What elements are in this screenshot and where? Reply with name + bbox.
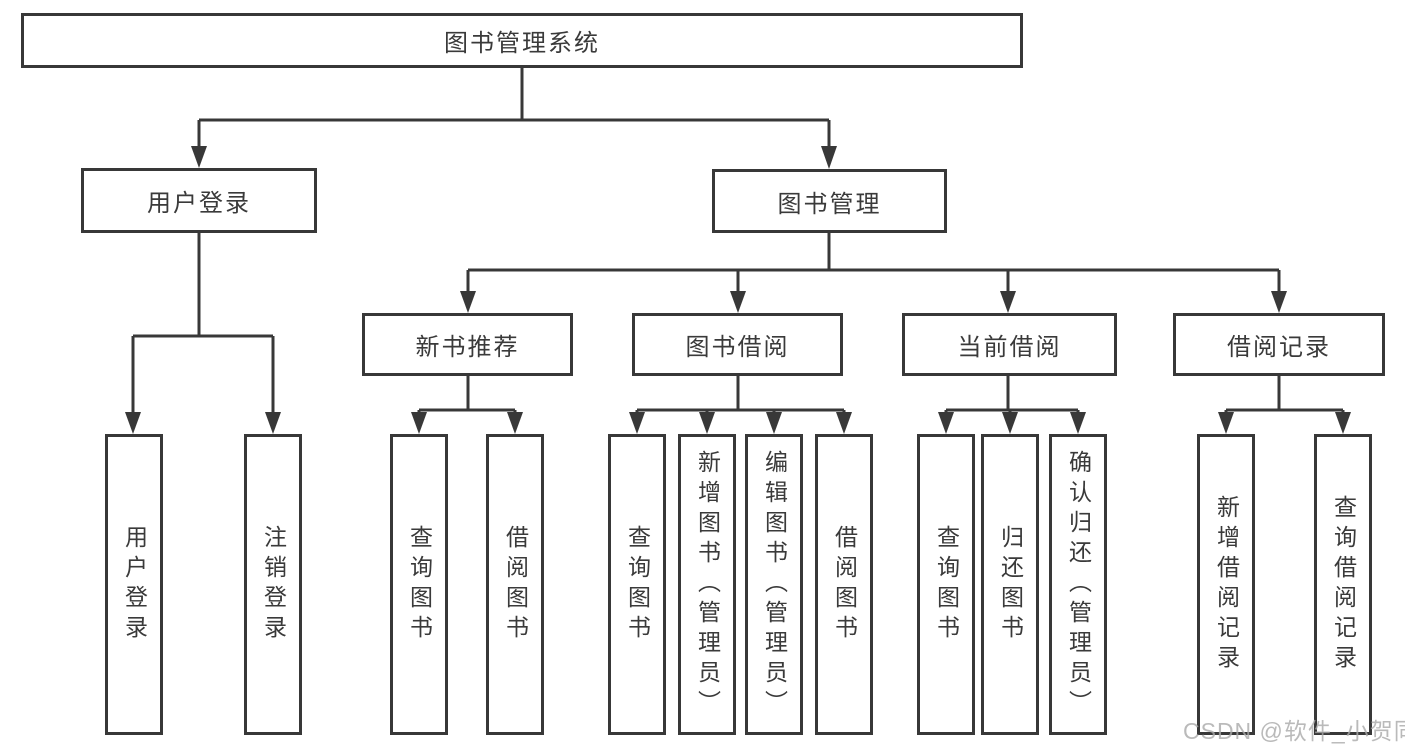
leaf-logout: 注销登录 [244,434,302,735]
leaf-query-books-current: 查询图书 [917,434,975,735]
arrowheads-current-borrow-leaves [938,412,1086,434]
node-label: 编辑图书（管理员） [761,449,788,720]
leaf-query-books-recommend: 查询图书 [390,434,448,735]
connector-book-mgmt-to-level3 [466,233,1281,293]
leaf-borrow-books-recommend: 借阅图书 [486,434,544,735]
node-label: 新书推荐 [415,334,520,361]
node-label: 借阅记录 [1227,334,1331,361]
node-label: 查询借阅记录 [1330,494,1357,675]
node-label: 用户登录 [121,524,148,645]
node-label: 注销登录 [260,524,287,645]
connector-new-book-recommend-to-leaves [417,376,517,414]
leaf-query-borrow-record: 查询借阅记录 [1314,434,1372,735]
node-label: 借阅图书 [831,524,858,645]
connector-root-to-level2 [197,68,831,148]
leaf-user-login: 用户登录 [105,434,163,735]
node-label: 查询图书 [933,524,960,645]
connector-current-borrow-to-leaves [944,376,1080,414]
node-current-borrow: 当前借阅 [902,313,1117,376]
node-new-book-recommend: 新书推荐 [362,313,573,376]
arrowheads-borrow-records-leaves [1218,412,1351,434]
node-book-management: 图书管理 [712,169,947,233]
node-book-borrow: 图书借阅 [632,313,843,376]
leaf-borrow-books: 借阅图书 [815,434,873,735]
node-label: 图书借阅 [685,334,790,361]
leaf-add-books-admin: 新增图书（管理员） [678,434,736,735]
node-label: 图书管理系统 [444,30,600,57]
node-label: 图书管理 [777,190,882,218]
node-label: 当前借阅 [957,334,1062,361]
arrowheads-level2 [191,146,837,169]
node-borrow-records: 借阅记录 [1173,313,1385,376]
node-label: 借阅图书 [502,524,529,645]
arrowheads-new-book-recommend-leaves [411,412,523,434]
leaf-add-borrow-record: 新增借阅记录 [1197,434,1255,735]
leaf-return-books: 归还图书 [981,434,1039,735]
csdn-watermark: CSDN @软件_小贺同学 [1183,718,1405,744]
node-label: 确认归还（管理员） [1065,449,1092,720]
node-library-management-system: 图书管理系统 [21,13,1023,68]
connector-book-borrow-to-leaves [635,376,846,414]
leaf-edit-books-admin: 编辑图书（管理员） [745,434,803,735]
connector-borrow-records-to-leaves [1224,376,1345,414]
node-label: 查询图书 [406,524,433,645]
node-label: 新增图书（管理员） [694,449,721,720]
arrowheads-user-login-leaves [125,412,281,434]
node-label: 新增借阅记录 [1213,494,1240,675]
node-user-login: 用户登录 [81,168,317,233]
node-label: 归还图书 [997,524,1024,645]
arrowheads-book-borrow-leaves [629,412,852,434]
node-label: 用户登录 [147,190,251,217]
arrowheads-level3 [460,291,1287,313]
leaf-query-books-borrow: 查询图书 [608,434,666,735]
leaf-confirm-return-admin: 确认归还（管理员） [1049,434,1107,735]
connector-user-login-to-leaves [131,233,275,414]
node-label: 查询图书 [624,524,651,645]
